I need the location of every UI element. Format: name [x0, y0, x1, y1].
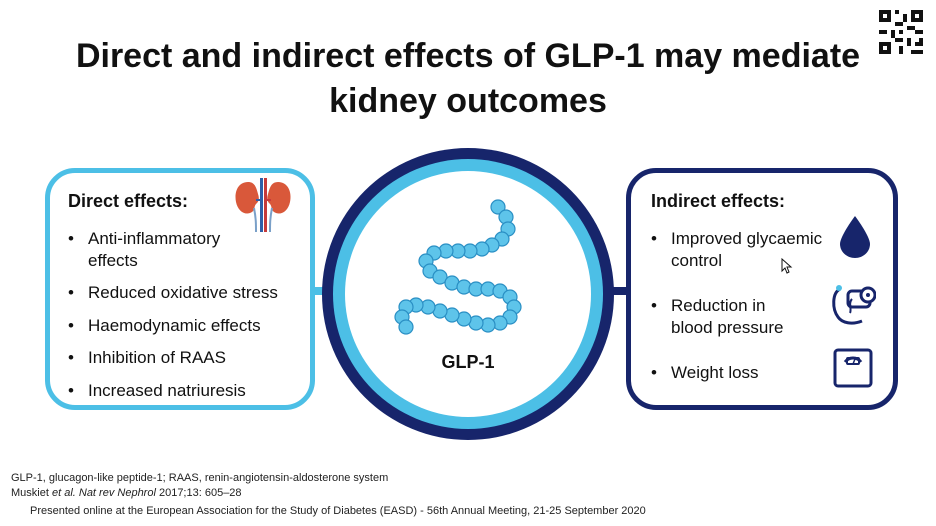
weighing-scale-icon: [833, 348, 873, 388]
indirect-effects-panel: Indirect effects: • Improved glycaemic c…: [626, 168, 898, 410]
footnote-abbreviations: GLP-1, glucagon-like peptide-1; RAAS, re…: [11, 472, 389, 484]
kidney-icon: [235, 178, 291, 232]
qr-code-icon: [879, 10, 923, 54]
indirect-effects-heading: Indirect effects:: [651, 191, 786, 211]
center-circle: [345, 171, 591, 417]
footer-presentation-note: Presented online at the European Associa…: [30, 505, 646, 517]
direct-effects-heading: Direct effects:: [68, 191, 189, 211]
page-title: Direct and indirect effects of GLP-1 may…: [75, 37, 861, 120]
footnote-reference: Muskiet et al. Nat rev Nephrol 2017;13: …: [11, 487, 242, 499]
mouse-cursor-icon: [781, 258, 793, 274]
blood-pressure-cuff-icon: [832, 285, 876, 325]
molecule-bead: [398, 319, 414, 335]
molecule-bead: [490, 199, 506, 215]
glp1-label: GLP-1: [441, 352, 495, 372]
direct-effects-panel: Direct effects: • Anti-inflammatory effe…: [45, 168, 315, 410]
blood-drop-icon: [840, 216, 870, 258]
molecule-bead: [432, 269, 448, 285]
glp1-molecule-icon: [394, 199, 522, 335]
